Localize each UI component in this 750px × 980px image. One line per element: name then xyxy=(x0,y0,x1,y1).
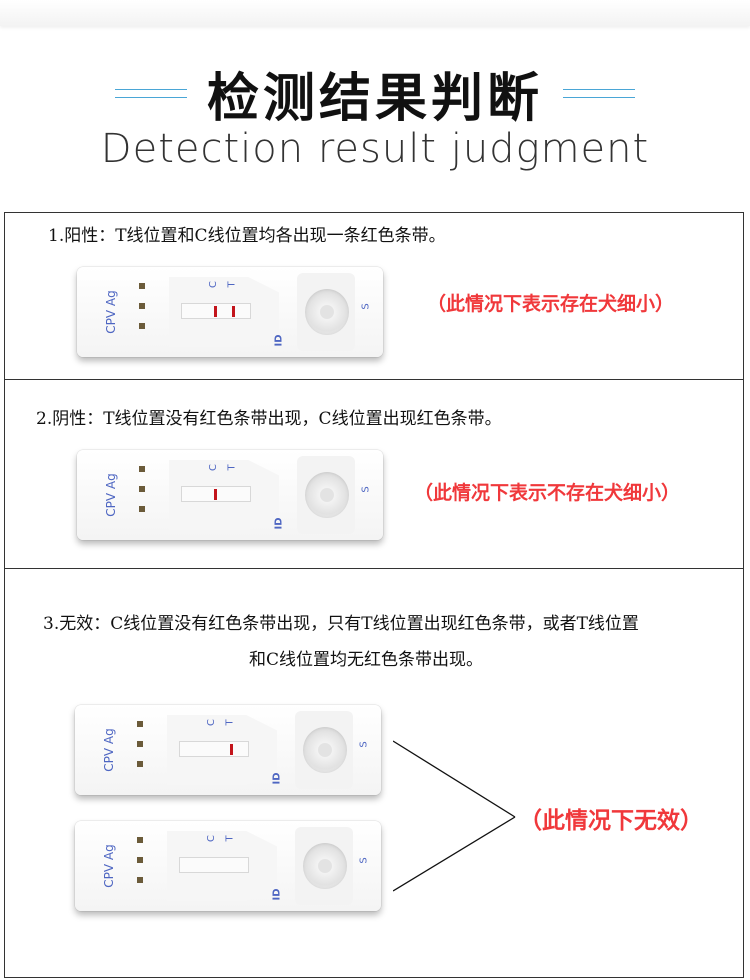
cassette-dot xyxy=(139,283,145,289)
sample-label: S xyxy=(360,303,372,310)
id-label: ID xyxy=(271,772,283,785)
cassette-dot xyxy=(137,741,143,747)
case-negative-note: （此情况下表示不存在犬细小） xyxy=(414,482,681,504)
cassette-dot xyxy=(139,486,145,492)
cassette-dot xyxy=(139,323,145,329)
sample-well-center xyxy=(320,488,334,502)
sample-well-center xyxy=(318,743,332,757)
id-label: ID xyxy=(271,888,283,901)
cassette-product-label: CPV Ag xyxy=(102,844,116,888)
c-line-label: C xyxy=(205,719,217,726)
cassette-product-label: CPV Ag xyxy=(102,728,116,772)
test-band xyxy=(232,306,235,317)
case-invalid-text-line1: 3.无效：C线位置没有红色条带出现，只有T线位置出现红色条带，或者T线位置 xyxy=(43,614,639,634)
c-line-label: C xyxy=(205,835,217,842)
page-title: 检测结果判断 xyxy=(206,68,543,129)
case-invalid-box: 3.无效：C线位置没有红色条带出现，只有T线位置出现红色条带，或者T线位置 和C… xyxy=(4,568,744,978)
test-band xyxy=(230,744,233,755)
cassette-dot xyxy=(139,506,145,512)
sample-label: S xyxy=(360,486,372,493)
control-band xyxy=(214,489,217,500)
c-line-label: C xyxy=(207,281,219,288)
t-line-label: T xyxy=(226,281,238,288)
header: 检测结果判断 xyxy=(0,58,750,129)
cassette-dot xyxy=(137,857,143,863)
cassette-dot xyxy=(137,721,143,727)
cassette-dot xyxy=(137,761,143,767)
case-invalid-note: （此情况下无效） xyxy=(519,808,703,834)
cassette-product-label: CPV Ag xyxy=(104,290,118,334)
c-line-label: C xyxy=(207,464,219,471)
cassette-dot xyxy=(137,877,143,883)
t-line-label: T xyxy=(224,835,236,842)
cassette-dot xyxy=(139,466,145,472)
test-strip xyxy=(179,741,249,757)
right-decoration xyxy=(563,88,635,98)
sample-label: S xyxy=(358,741,370,748)
case-negative-text: 2.阴性：T线位置没有红色条带出现，C线位置出现红色条带。 xyxy=(36,409,502,429)
t-line-label: T xyxy=(226,464,238,471)
case-positive-text: 1.阳性：T线位置和C线位置均各出现一条红色条带。 xyxy=(48,226,446,246)
case-positive-note: （此情况下表示存在犬细小） xyxy=(427,293,675,315)
cassette-dot xyxy=(139,303,145,309)
case-invalid-text-line2: 和C线位置均无红色条带出现。 xyxy=(249,650,484,670)
cassette-dot xyxy=(137,837,143,843)
test-strip xyxy=(179,857,249,873)
sample-well-center xyxy=(318,859,332,873)
sample-well-center xyxy=(320,305,334,319)
top-bar xyxy=(0,0,750,26)
page-subtitle: Detection result judgment xyxy=(100,126,650,172)
id-label: ID xyxy=(273,517,285,530)
left-decoration xyxy=(114,88,187,98)
sample-label: S xyxy=(358,857,370,864)
id-label: ID xyxy=(273,334,285,347)
bracket-lines xyxy=(393,740,516,892)
cassette-product-label: CPV Ag xyxy=(104,473,118,517)
control-band xyxy=(214,306,217,317)
t-line-label: T xyxy=(224,719,236,726)
